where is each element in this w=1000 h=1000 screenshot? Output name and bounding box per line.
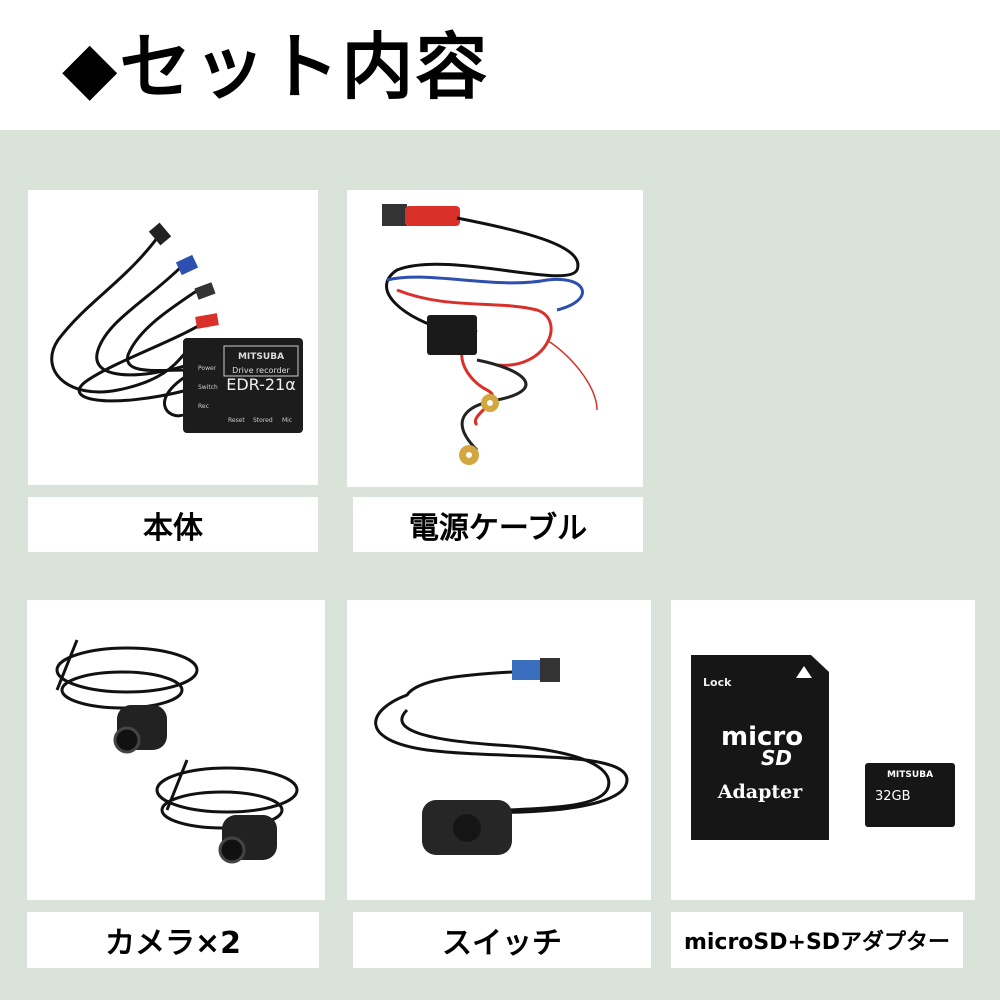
brand-text: MITSUBA bbox=[238, 352, 284, 362]
header: ◆セット内容 bbox=[0, 0, 1000, 130]
stored-button-label: Stored bbox=[253, 417, 273, 424]
lock-text: Lock bbox=[703, 676, 732, 689]
page-title: ◆セット内容 bbox=[62, 25, 490, 109]
cameras-image bbox=[27, 600, 325, 900]
item-label-main-unit: 本体 bbox=[28, 497, 318, 552]
sd-text: SD bbox=[761, 746, 792, 770]
mic-label: Mic bbox=[282, 417, 292, 424]
item-label-cameras: カメラ×2 bbox=[27, 912, 319, 968]
adapter-text: Adapter bbox=[717, 781, 803, 803]
power-cable-image bbox=[347, 190, 643, 487]
rec-button-label: Rec bbox=[198, 403, 209, 410]
switch-image bbox=[347, 600, 651, 900]
item-label-microsd: microSD+SDアダプター bbox=[671, 912, 963, 968]
switch-button-label: Switch bbox=[198, 384, 218, 391]
model-text: EDR-21α bbox=[226, 375, 296, 394]
power-button-label: Power bbox=[198, 365, 217, 372]
item-label-switch: スイッチ bbox=[353, 912, 651, 968]
model-line-text: Drive recorder bbox=[232, 366, 290, 375]
card-brand-text: MITSUBA bbox=[887, 770, 933, 780]
item-label-power-cable: 電源ケーブル bbox=[353, 497, 643, 552]
micro-text: micro bbox=[721, 722, 803, 752]
reset-button-label: Reset bbox=[228, 417, 245, 424]
main-unit-image: MITSUBA Drive recorder EDR-21α Power Swi… bbox=[28, 190, 318, 485]
microsd-image: Lock micro SD Adapter MITSUBA 32GB bbox=[671, 600, 975, 900]
capacity-text: 32GB bbox=[875, 789, 911, 804]
